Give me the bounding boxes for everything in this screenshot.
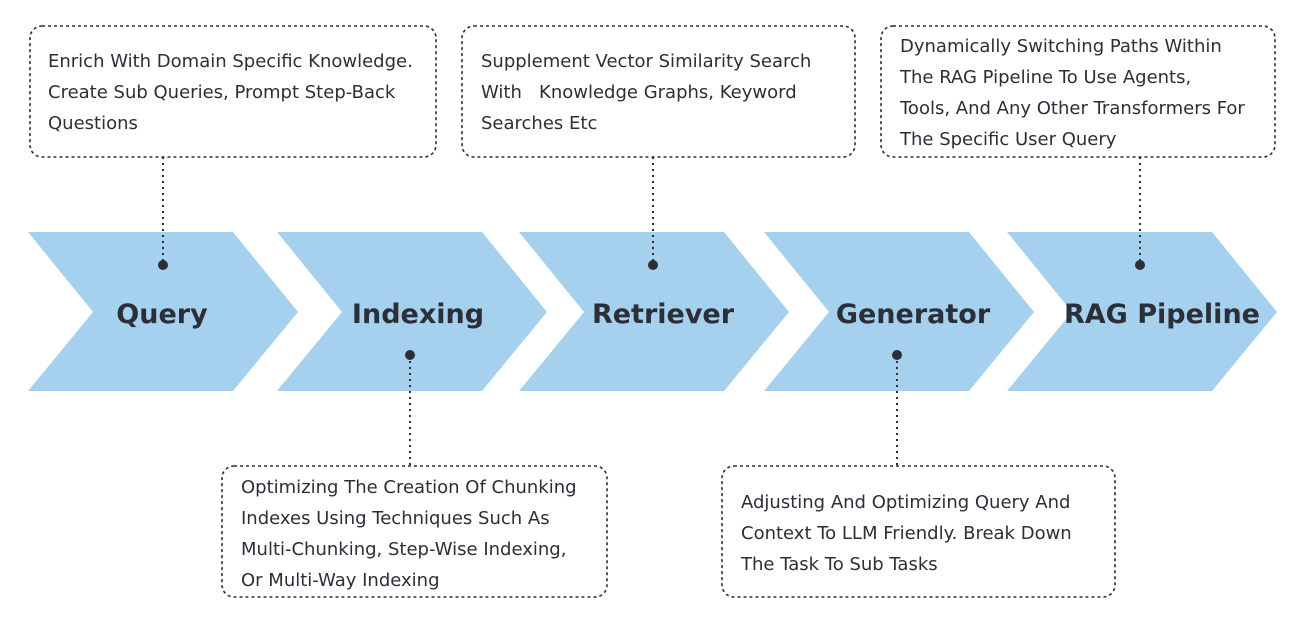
- dot-query: [158, 260, 168, 270]
- dot-indexing: [405, 350, 415, 360]
- note-text-generator: Adjusting And Optimizing Query And Conte…: [740, 492, 1077, 575]
- note-text-indexing: Optimizing The Creation Of Chunking Inde…: [241, 477, 582, 591]
- note-text-retriever: Supplement Vector Similarity Search With…: [0, 0, 840, 134]
- stage-label-generator: Generator: [836, 299, 991, 330]
- connectors: [162, 157, 1141, 466]
- chevron-rag-pipeline: [1007, 232, 1277, 391]
- stage-label-query: Query: [116, 299, 208, 330]
- chevron-indexing: [277, 232, 547, 391]
- stage-label-rag-pipeline: RAG Pipeline: [1064, 299, 1260, 330]
- note-line: Optimizing The Creation Of Chunking: [241, 477, 577, 498]
- note-text-rag-pipeline: Dynamically Switching Paths Within The R…: [899, 36, 1251, 150]
- note-line: Enrich With Domain Specific Knowledge.: [48, 51, 413, 72]
- dot-retriever: [648, 260, 658, 270]
- stage-label-indexing: Indexing: [352, 299, 484, 330]
- note-box-rag-pipeline: [880, 25, 1276, 158]
- dot-generator: [892, 350, 902, 360]
- note-line: Questions: [48, 113, 138, 134]
- dot-rag-pipeline: [1135, 260, 1145, 270]
- note-line: Create Sub Queries, Prompt Step-Back: [48, 82, 396, 103]
- chevron-retriever: [519, 232, 789, 391]
- chevron-query: [28, 232, 298, 391]
- note-line: Tools, And Any Other Transformers For: [899, 98, 1245, 119]
- note-line: With Knowledge Graphs, Keyword: [481, 82, 797, 103]
- note-line: Multi-Chunking, Step-Wise Indexing,: [241, 539, 566, 560]
- note-line: Supplement Vector Similarity Search: [481, 51, 811, 72]
- note-line: Or Multi-Way Indexing: [241, 570, 440, 591]
- note-line: Context To LLM Friendly. Break Down: [741, 523, 1072, 544]
- note-line: The RAG Pipeline To Use Agents,: [899, 67, 1191, 88]
- note-box-query: [29, 25, 437, 158]
- connector-dots: [158, 260, 1145, 360]
- note-line: Adjusting And Optimizing Query And: [741, 492, 1070, 513]
- note-text-query: Enrich With Domain Specific Knowledge. C…: [48, 51, 419, 134]
- note-line: Indexes Using Techniques Such As: [241, 508, 550, 529]
- note-line: Searches Etc: [481, 113, 597, 134]
- note-box-indexing: [221, 465, 608, 598]
- chevron-row: [28, 232, 1277, 391]
- note-line: The Specific User Query: [899, 129, 1117, 150]
- note-box-retriever: [461, 25, 856, 158]
- note-boxes: [29, 25, 1276, 598]
- stage-label-retriever: Retriever: [592, 299, 735, 330]
- note-line: Dynamically Switching Paths Within: [900, 36, 1222, 57]
- chevron-generator: [764, 232, 1034, 391]
- note-box-generator: [721, 465, 1116, 598]
- note-line: The Task To Sub Tasks: [740, 554, 938, 575]
